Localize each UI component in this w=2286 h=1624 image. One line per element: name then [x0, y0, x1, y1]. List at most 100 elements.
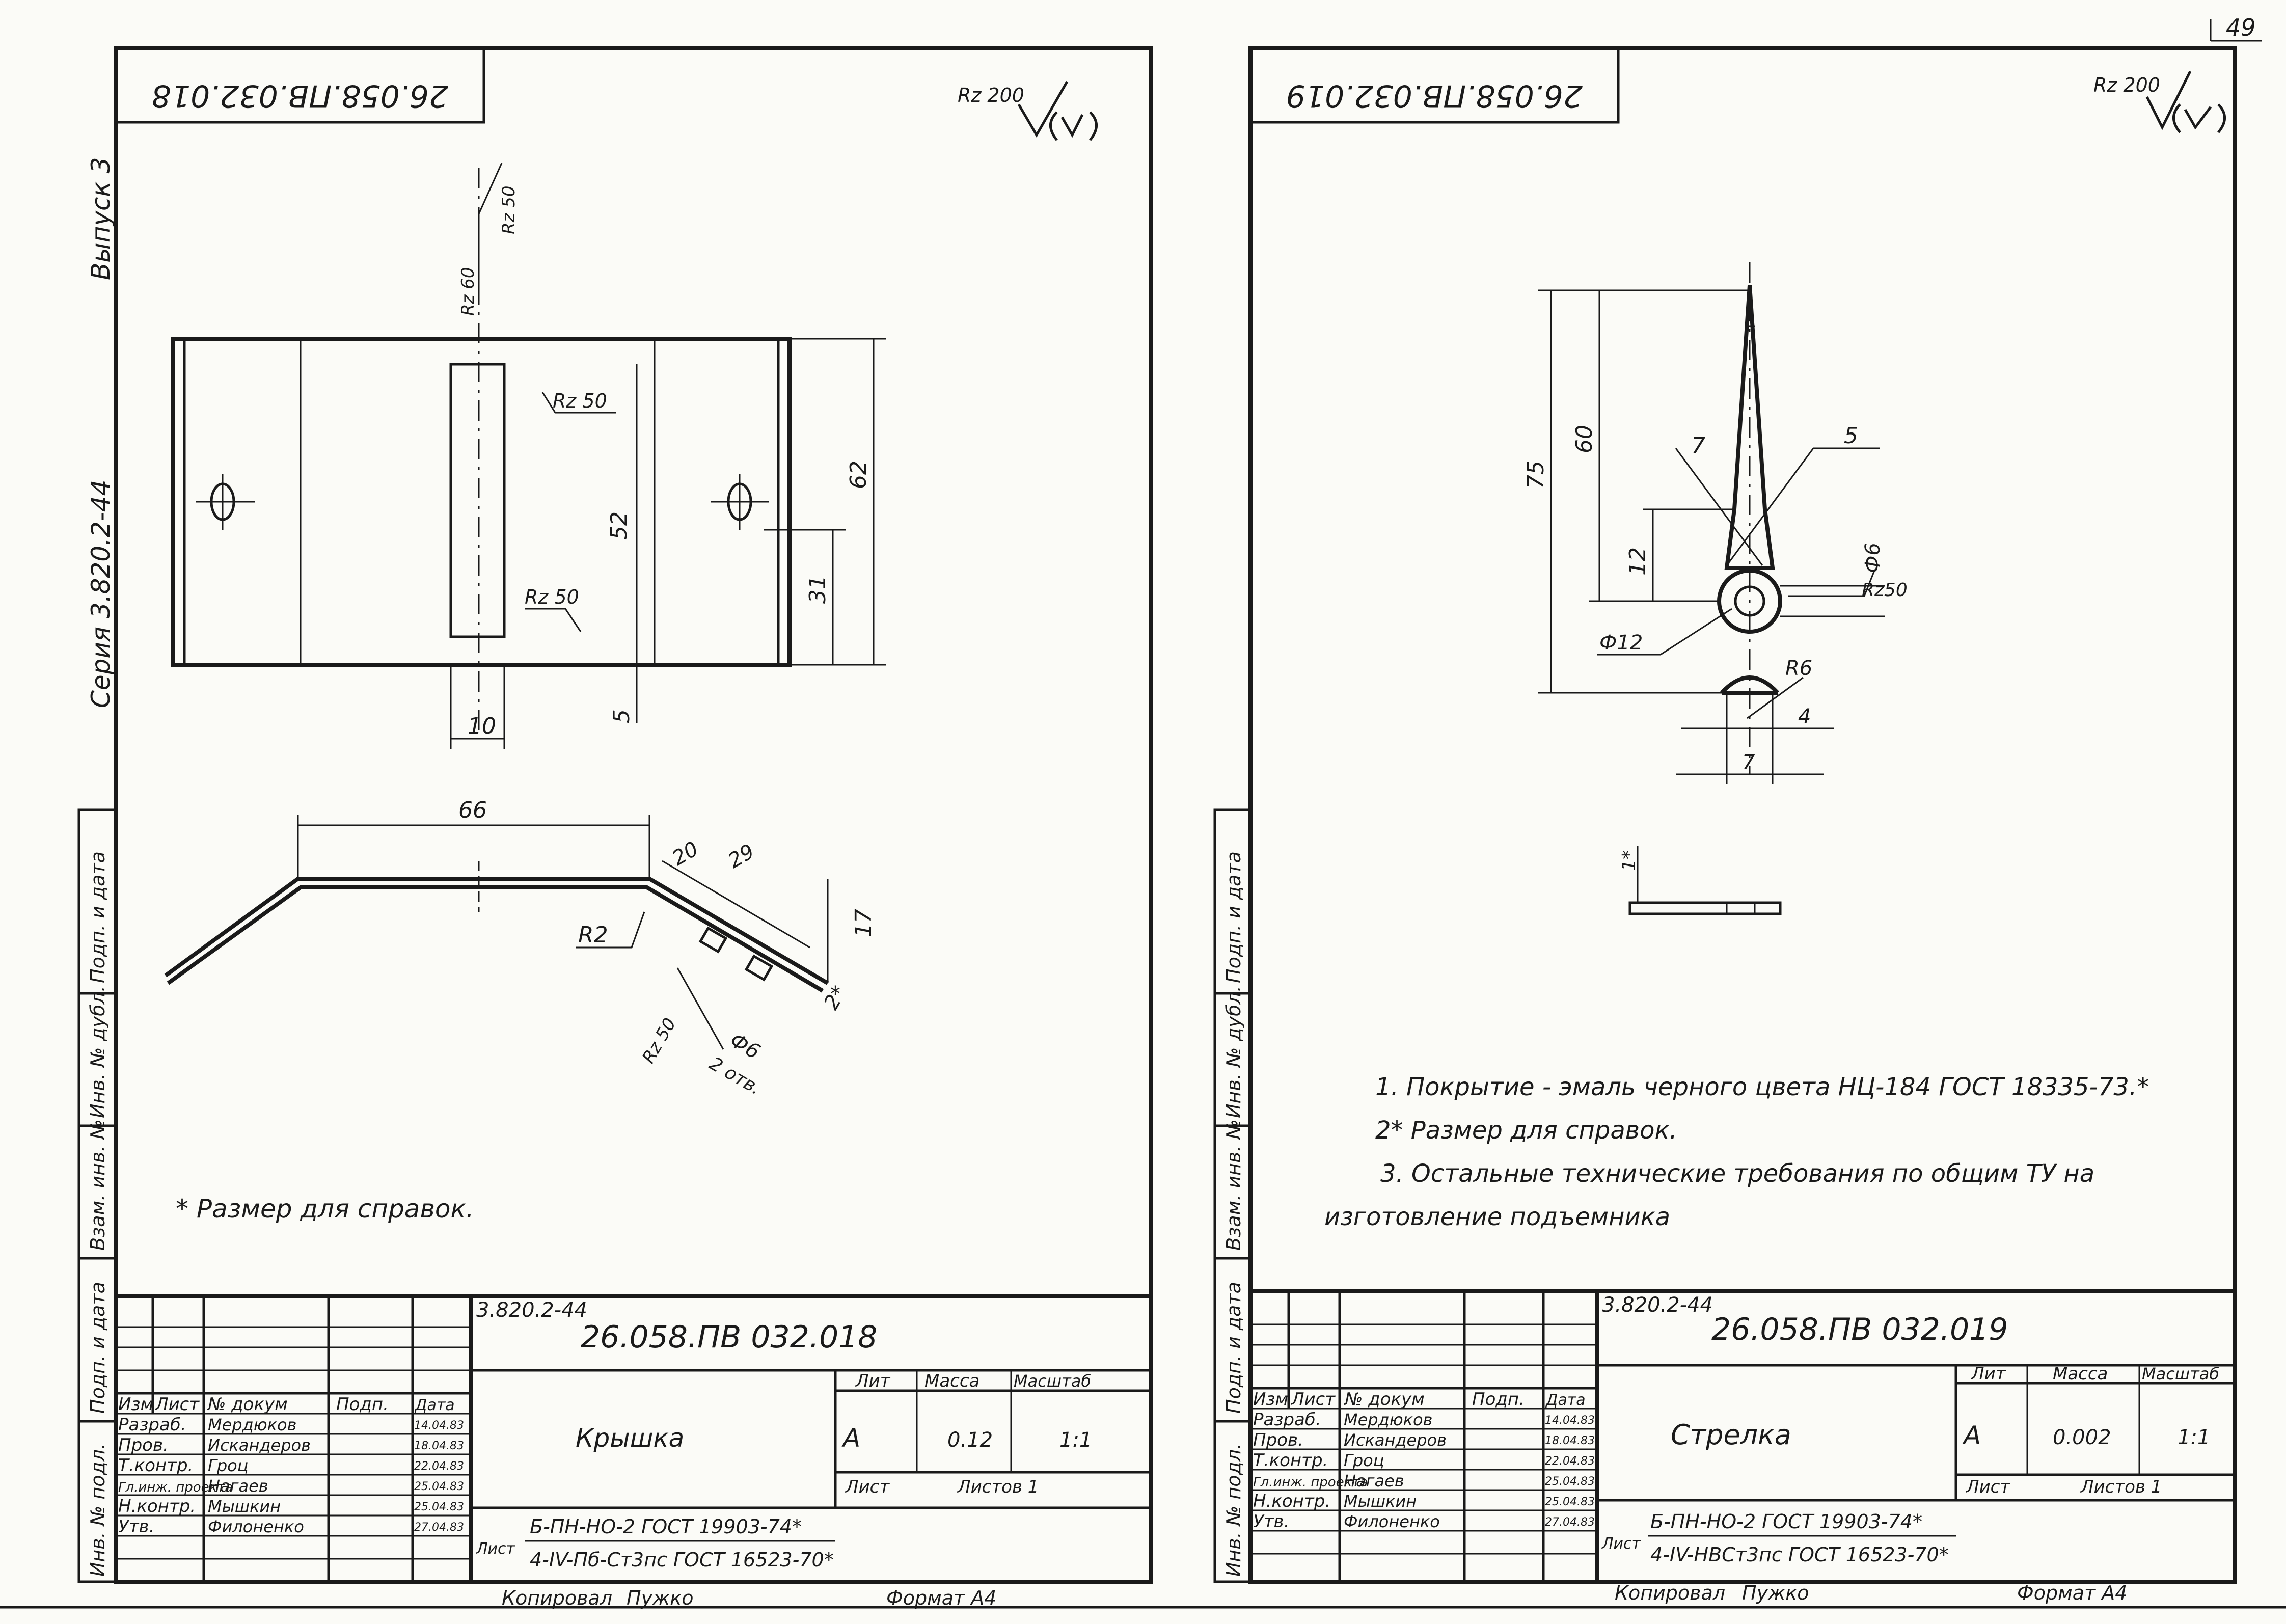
rough-rz50-mid: Rz 50 — [553, 390, 607, 412]
right-side-label-1: Подп. и дата — [1222, 851, 1245, 983]
left-tb-col-lit: Лит — [855, 1371, 891, 1391]
left-tb-role-6: Утв. — [118, 1517, 154, 1537]
left-tb-name-5: Мышкин — [208, 1497, 281, 1516]
right-tb-role-4: Гл.инж. проекта — [1253, 1475, 1368, 1490]
dim-f6-needle: Ф6 — [1861, 543, 1885, 573]
left-tb-frame — [114, 1294, 1153, 1584]
right-tb-date-2: 18.04.83 — [1545, 1434, 1595, 1447]
right-tb-hdr-5: Дата — [1545, 1391, 1586, 1409]
left-stamp-code: 26.058.ПВ.032.018 — [152, 78, 448, 114]
left-tb-date-2: 18.04.83 — [414, 1440, 464, 1452]
right-note-2: 2* Размер для справок. — [1375, 1116, 1677, 1145]
right-note-3: 3. Остальные технические требования по о… — [1380, 1159, 2094, 1188]
right-tb-material-prefix: Лист — [1601, 1535, 1642, 1553]
rough-rz50-low: Rz 50 — [525, 586, 579, 608]
right-tb-hdr-2: Лист — [1290, 1389, 1336, 1410]
right-side-label-2: Инв. № дубл. — [1222, 986, 1245, 1118]
left-sheet: Серия 3.820.2-44 Выпуск 3 26.058.ПВ.032.… — [77, 46, 1153, 1609]
dim-75: 75 — [1523, 461, 1549, 489]
right-note-1: 1. Покрытие - эмаль черного цвета НЦ-184… — [1375, 1073, 2149, 1101]
rough-rz50-low-leader — [525, 608, 582, 632]
right-roughness-paren-l — [2172, 103, 2181, 133]
right-tb-date-4: 25.04.83 — [1545, 1475, 1595, 1488]
right-tb-col-mass-lbl: Масса — [2053, 1364, 2108, 1384]
left-tb-material-2: 4-IV-Пб-Ст3пс ГОСТ 16523-70* — [530, 1549, 834, 1571]
dim-5-leader — [1726, 448, 1814, 566]
left-roughness-paren-r — [1089, 111, 1098, 141]
right-title-block: Изм Лист № докум Подп. Дата Разраб. Пров… — [1248, 1289, 2237, 1604]
right-tb-grid — [1250, 1291, 1597, 1582]
dim-f6: Ф6 — [726, 1028, 764, 1064]
left-tb-role-3: Т.контр. — [118, 1455, 193, 1476]
right-tb-name-3: Гроц — [1344, 1451, 1384, 1470]
right-tb-date-1: 14.04.83 — [1545, 1414, 1595, 1427]
side-hole-1 — [698, 926, 728, 954]
left-plan-view: 62 52 31 10 5 Rz 60 Rz 50 Rz 50 Rz 50 — [171, 163, 886, 749]
right-frame — [1248, 46, 2237, 1584]
right-tb-scale: 1:1 — [2178, 1426, 2210, 1449]
left-side-label-2: Инв. № дубл. — [87, 986, 109, 1118]
dim-29-line — [662, 860, 810, 949]
dim-r6-leader — [1747, 676, 1804, 719]
dim-66: 66 — [458, 797, 487, 823]
dim-2star: 2* — [820, 982, 852, 1014]
right-tb-hdr-1: Изм — [1253, 1389, 1288, 1410]
left-roughness-check — [1060, 114, 1084, 138]
right-tb-date-3: 22.04.83 — [1545, 1455, 1595, 1468]
right-tb-name-2: Искандеров — [1344, 1430, 1447, 1450]
dim-31: 31 — [805, 575, 831, 604]
needle-blade — [1724, 285, 1775, 570]
rough-rz60: Rz 60 — [458, 267, 478, 316]
right-side-view: 1* — [1619, 846, 1782, 915]
dim-r2: R2 — [578, 922, 608, 948]
left-tb-format: Формат А4 — [886, 1587, 996, 1609]
left-tb-mass: 0.12 — [947, 1428, 993, 1452]
dim-7-bottom: 7 — [1742, 751, 1755, 774]
left-tb-lit: А — [841, 1423, 860, 1453]
left-tb-scale: 1:1 — [1059, 1428, 1092, 1452]
right-tb-hdr-4: Подп. — [1472, 1389, 1525, 1410]
left-side-strip: Подп. и дата Инв. № дубл. Взам. инв. № П… — [77, 808, 118, 1583]
right-tb-lit: А — [1962, 1421, 1981, 1450]
right-tb-date-5: 25.04.83 — [1545, 1496, 1595, 1508]
dim-r6: R6 — [1785, 657, 1812, 680]
left-tb-hdr-2: Лист — [154, 1394, 200, 1415]
left-tb-copied: Копировал — [502, 1587, 612, 1609]
left-side-strip-box — [77, 808, 118, 1583]
side-hole-2 — [744, 954, 774, 982]
left-tb-hdr-4: Подп. — [336, 1394, 389, 1415]
left-tb-grid — [116, 1296, 471, 1582]
left-series-label: Серия 3.820.2-44 — [86, 480, 116, 708]
left-side-label-5: Инв. № подл. — [87, 1443, 109, 1577]
right-tb-frame — [1248, 1289, 2237, 1584]
right-stamp-box — [1249, 47, 1620, 124]
right-tb-role-1: Разраб. — [1253, 1410, 1321, 1430]
left-tb-name-1: Мердюков — [208, 1415, 296, 1434]
plan-outline — [171, 337, 792, 667]
right-tb-name-5: Мышкин — [1344, 1492, 1417, 1511]
left-tb-hdr-3: № докум — [207, 1394, 288, 1415]
right-side-strip-box — [1213, 808, 1252, 1583]
left-tb-series: 3.820.2-44 — [476, 1298, 587, 1322]
left-tb-date-4: 25.04.83 — [414, 1480, 464, 1493]
dim-1star: 1* — [1619, 850, 1640, 871]
right-tb-format: Формат А4 — [2017, 1582, 2127, 1604]
dim-5: 5 — [609, 709, 635, 723]
left-tb-name-3: Гроц — [208, 1456, 249, 1475]
right-tb-doc-code: 26.058.ПВ 032.019 — [1711, 1312, 2008, 1347]
dim-2holes: 2 отв. — [706, 1053, 765, 1099]
left-tb-copier: Пужко — [627, 1587, 694, 1609]
right-tb-sheet: Лист — [1965, 1477, 2010, 1497]
left-tb-material-prefix: Лист — [476, 1540, 516, 1558]
right-roughness-check — [2184, 106, 2212, 130]
left-side-label-3: Взам. инв. № — [87, 1119, 109, 1251]
left-tb-date-5: 25.04.83 — [414, 1501, 464, 1513]
left-stamp-box — [115, 47, 485, 124]
page-number: 49 — [2226, 14, 2256, 41]
dim-52: 52 — [606, 511, 632, 540]
right-side-label-5: Инв. № подл. — [1222, 1443, 1245, 1577]
dim-4: 4 — [1798, 705, 1811, 728]
right-needle-view: 75 60 12 7 5 Ф6 Rz50 Ф12 R6 4 — [1523, 262, 1908, 784]
dim-60: 60 — [1571, 425, 1597, 453]
dim-7-leader — [1675, 448, 1763, 566]
